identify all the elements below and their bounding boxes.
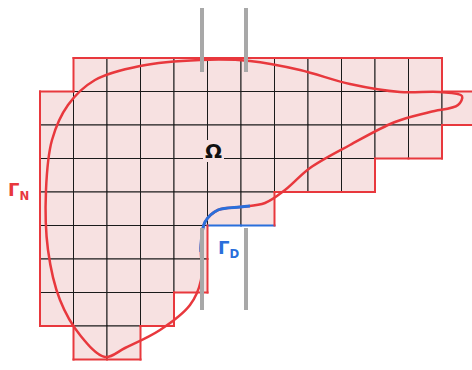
- smooth-boundary: [46, 60, 463, 358]
- electrode-line: [200, 228, 204, 310]
- boundary-edge: [140, 326, 142, 360]
- grid-cell: [375, 58, 409, 92]
- grid-cell: [409, 125, 443, 159]
- grid-cell: [74, 125, 108, 159]
- boundary-edge: [74, 359, 108, 361]
- grid-cell: [208, 58, 242, 92]
- boundary-edge: [40, 91, 74, 93]
- electrode-line: [244, 228, 248, 310]
- boundary-edge: [375, 158, 409, 160]
- grid-cell: [74, 159, 108, 193]
- electrode-line: [200, 8, 204, 72]
- boundary-edge: [342, 57, 376, 59]
- boundary-edge: [39, 159, 41, 193]
- boundary-edge: [308, 57, 342, 59]
- boundary-edge: [207, 259, 209, 293]
- grid-cell: [174, 159, 208, 193]
- grid-cell: [107, 226, 141, 260]
- boundary-edge: [441, 58, 443, 92]
- boundary-edge: [374, 159, 376, 193]
- boundary-edge: [39, 192, 41, 226]
- boundary-edge: [442, 124, 472, 126]
- grid-cell: [308, 159, 342, 193]
- grid-cell: [141, 125, 175, 159]
- boundary-edge: [39, 259, 41, 293]
- grid-cell: [241, 192, 275, 226]
- grid-cell: [74, 192, 108, 226]
- grid-cell: [74, 226, 108, 260]
- boundary-edge: [107, 57, 141, 59]
- grid-cell: [208, 92, 242, 126]
- grid-cell: [107, 293, 141, 327]
- boundary-edge: [107, 359, 141, 361]
- boundary-edge: [409, 57, 443, 59]
- grid-cell: [308, 92, 342, 126]
- boundary-edge: [74, 57, 108, 59]
- grid-cell: [409, 58, 443, 92]
- grid-cell: [141, 293, 175, 327]
- grid-cell: [241, 159, 275, 193]
- grid-cell: [342, 92, 376, 126]
- grid-cell: [141, 159, 175, 193]
- grid-cell: [275, 92, 309, 126]
- grid-cell: [275, 125, 309, 159]
- boundary-edge: [409, 158, 443, 160]
- grid-cell: [208, 159, 242, 193]
- grid-cell: [107, 92, 141, 126]
- grid-cell: [141, 226, 175, 260]
- grid-cell: [107, 159, 141, 193]
- grid-cell: [40, 92, 74, 126]
- boundary-edge: [275, 57, 309, 59]
- organ-outline: [46, 60, 463, 358]
- dirichlet-label: ΓD: [216, 238, 241, 261]
- grid-cell: [174, 92, 208, 126]
- grid-cell: [40, 125, 74, 159]
- grid-cell: [40, 293, 74, 327]
- boundary-edge: [342, 191, 376, 193]
- grid-cell: [74, 326, 108, 360]
- grid-cell: [74, 293, 108, 327]
- grid-cell: [409, 92, 443, 126]
- grid-cells: [40, 58, 472, 360]
- grid-cell: [107, 58, 141, 92]
- boundary-edge: [73, 326, 75, 360]
- domain-label: Ω: [203, 140, 224, 162]
- grid-cell: [141, 192, 175, 226]
- grid-cell: [107, 259, 141, 293]
- grid-cell: [74, 259, 108, 293]
- boundary-edge: [441, 125, 443, 159]
- neumann-label: ΓN: [6, 180, 31, 203]
- dirichlet-edge: [241, 225, 275, 227]
- boundary-edge: [39, 92, 41, 126]
- boundary-edge: [375, 57, 409, 59]
- grid-cell: [174, 192, 208, 226]
- grid-cell: [342, 159, 376, 193]
- grid-cell: [107, 125, 141, 159]
- boundary-edge: [39, 226, 41, 260]
- grid-cell: [74, 92, 108, 126]
- boundary-edge: [141, 57, 175, 59]
- grid-cell: [74, 58, 108, 92]
- electrode-line: [244, 8, 248, 72]
- stepped-boundary: [40, 58, 472, 360]
- dirichlet-edge: [208, 225, 242, 227]
- boundary-edge: [207, 226, 209, 260]
- grid-cell: [141, 259, 175, 293]
- boundary-edge: [39, 293, 41, 327]
- grid-cell: [141, 92, 175, 126]
- grid-cell: [241, 125, 275, 159]
- boundary-edge: [39, 125, 41, 159]
- boundary-edge: [308, 191, 342, 193]
- grid-cell: [241, 92, 275, 126]
- boundary-edge: [40, 325, 74, 327]
- grid-cell: [107, 192, 141, 226]
- grid-cell: [275, 58, 309, 92]
- boundary-edge: [73, 58, 75, 92]
